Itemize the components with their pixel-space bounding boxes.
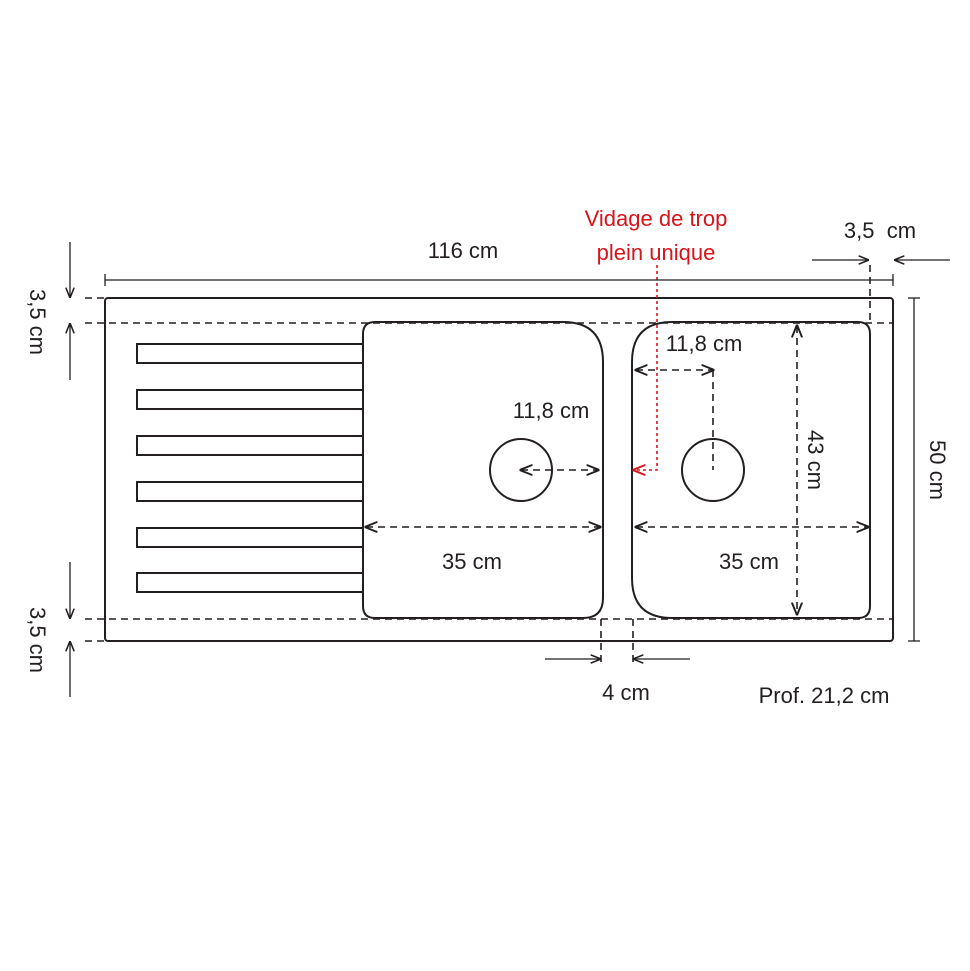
overflow-label-line2: plein unique bbox=[597, 240, 716, 265]
basin-left-width-label: 35 cm bbox=[442, 549, 502, 574]
drainer-grooves bbox=[136, 343, 364, 593]
basin-depth-label: 43 cm bbox=[803, 430, 828, 490]
rim-left-top-label: 3,5 cm bbox=[25, 289, 50, 355]
right-drain bbox=[681, 438, 745, 502]
drainer-groove bbox=[136, 527, 364, 548]
overflow-pointer bbox=[634, 265, 658, 470]
drainer-groove bbox=[136, 435, 364, 456]
sink-outline bbox=[104, 297, 894, 642]
basin-right-width-label: 35 cm bbox=[719, 549, 779, 574]
left-basin bbox=[362, 321, 604, 619]
overall-width-label: 116 cm bbox=[428, 238, 499, 263]
drainer-groove bbox=[136, 389, 364, 410]
divider-width-label: 4 cm bbox=[602, 680, 650, 705]
drainer-groove bbox=[136, 343, 364, 364]
drainer-groove bbox=[136, 572, 364, 593]
drain-offset-left-label: 11,8 cm bbox=[513, 398, 590, 423]
overall-depth-label: 50 cm bbox=[925, 440, 950, 500]
rim-left-bottom-label: 3,5 cm bbox=[25, 607, 50, 673]
right-basin bbox=[631, 321, 871, 619]
drain-offset-right-label: 11,8 cm bbox=[666, 331, 743, 356]
depth-label: Prof. 21,2 cm bbox=[759, 683, 890, 708]
overflow-label-line1: Vidage de trop bbox=[585, 206, 728, 231]
rim-guides bbox=[85, 265, 893, 665]
drainer-groove bbox=[136, 481, 364, 502]
rim-top-right-label: 3,5 cm bbox=[844, 218, 916, 243]
